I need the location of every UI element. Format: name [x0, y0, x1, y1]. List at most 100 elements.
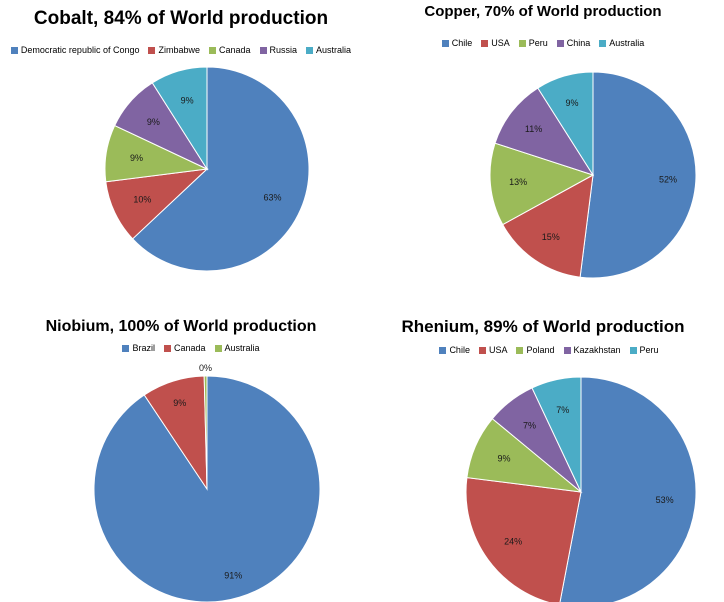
data-label: 0% [199, 363, 212, 373]
pie-slice [494, 87, 595, 176]
data-label: 7% [523, 421, 536, 431]
data-label: 13% [509, 177, 527, 187]
legend-label: Russia [269, 45, 298, 55]
legend-swatch [563, 346, 571, 354]
legend-label: Australia [609, 38, 645, 48]
pie-chart: 63% 10% 9% 9% 9% [104, 66, 310, 272]
data-label: 53% [656, 495, 674, 505]
legend-swatch [556, 39, 564, 47]
chart-legend: Chile USA Peru China Australia [362, 38, 724, 48]
pie-chart: 52% 15% 13% 11% 9% [489, 71, 697, 279]
data-label: 9% [173, 398, 186, 408]
data-label: 10% [133, 194, 151, 204]
legend-item: USA [481, 38, 510, 48]
pie-slice [465, 477, 582, 602]
legend-label: Chile [451, 38, 473, 48]
legend-item: Chile [441, 38, 473, 48]
legend-label: Poland [526, 345, 555, 355]
data-label: 9% [565, 98, 578, 108]
legend-label: Australia [316, 45, 352, 55]
legend-label: Canada [219, 45, 251, 55]
legend-item: Poland [516, 345, 555, 355]
legend-label: Peru [528, 38, 548, 48]
pie-slice [151, 66, 208, 171]
rhenium-chart-panel: Rhenium, 89% of World production Chile US… [362, 301, 724, 602]
data-label: 9% [147, 117, 160, 127]
legend-swatch [478, 346, 486, 354]
legend-item: Brazil [122, 343, 155, 353]
data-label: 24% [504, 536, 522, 546]
data-label: 9% [130, 153, 143, 163]
legend-swatch [122, 344, 130, 352]
pie-slice [559, 376, 697, 602]
legend-label: USA [491, 38, 510, 48]
legend-swatch [629, 346, 637, 354]
data-label: 9% [181, 95, 194, 105]
pie-slice [203, 375, 208, 490]
legend-item: Zimbabwe [148, 45, 200, 55]
legend-swatch [441, 39, 449, 47]
pie-slice [502, 174, 594, 278]
chart-title: Niobium, 100% of World production [45, 318, 317, 335]
legend-item: USA [478, 345, 508, 355]
legend-item: Australia [306, 45, 351, 55]
data-label: 7% [556, 405, 569, 415]
legend-swatch [516, 346, 524, 354]
legend-item: China [556, 38, 591, 48]
chart-title: Cobalt, 84% of World production [33, 8, 329, 29]
legend-label: USA [488, 345, 508, 355]
legend-swatch [439, 346, 447, 354]
legend-label: Brazil [132, 343, 155, 353]
copper-chart-panel: Copper, 70% of World production Chile USA… [362, 0, 724, 301]
legend-swatch [518, 39, 526, 47]
legend-label: Canada [173, 343, 206, 353]
pie-slice [537, 71, 594, 177]
data-label: 63% [263, 192, 281, 202]
legend-label: Zimbabwe [158, 45, 200, 55]
legend-item: Russia [259, 45, 298, 55]
legend-item: Peru [629, 345, 659, 355]
data-label: 9% [497, 454, 510, 464]
niobium-chart-panel: Niobium, 100% of World production Brazil… [0, 301, 362, 602]
pie-chart: 53% 24% 9% 7% 7% [465, 376, 697, 602]
legend-label: Peru [639, 345, 659, 355]
legend-swatch [148, 46, 156, 54]
pie-slice [579, 71, 697, 279]
legend-label: Australia [224, 343, 260, 353]
legend-label: Democratic republic of Congo [20, 45, 140, 55]
legend-swatch [163, 344, 171, 352]
cobalt-chart-panel: Cobalt, 84% of World production Democrat… [0, 0, 362, 301]
legend-swatch [259, 46, 267, 54]
chart-legend: Democratic republic of Congo Zimbabwe Cana… [0, 45, 362, 55]
chart-title: Copper, 70% of World production [424, 3, 662, 20]
legend-item: Kazakhstan [563, 345, 621, 355]
legend-item: Canada [163, 343, 206, 353]
legend-item: Australia [214, 343, 260, 353]
chart-title: Rhenium, 89% of World production [401, 317, 685, 336]
legend-swatch [599, 39, 607, 47]
data-label: 91% [224, 571, 242, 581]
pie-slice [531, 376, 582, 493]
legend-swatch [214, 344, 222, 352]
legend-swatch [306, 46, 314, 54]
pie-slice [489, 142, 595, 226]
pie-chart: 91% 9% 0% [93, 363, 321, 602]
legend-swatch [209, 46, 216, 54]
legend-swatch [10, 46, 18, 54]
legend-item: Democratic republic of Congo [10, 45, 140, 55]
data-label: 15% [542, 232, 560, 242]
legend-label: Chile [449, 345, 470, 355]
legend-swatch [481, 39, 489, 47]
chart-legend: Chile USA Poland Kazakhstan Peru [368, 345, 724, 355]
pie-slice [131, 66, 310, 272]
legend-item: Peru [518, 38, 548, 48]
data-label: 11% [525, 124, 542, 134]
legend-label: China [566, 38, 591, 48]
legend-item: Chile [439, 345, 470, 355]
data-label: 52% [659, 175, 677, 185]
legend-item: Canada [209, 45, 251, 55]
legend-label: Kazakhstan [573, 345, 621, 355]
chart-legend: Brazil Canada Australia [10, 343, 372, 353]
legend-item: Australia [599, 38, 644, 48]
